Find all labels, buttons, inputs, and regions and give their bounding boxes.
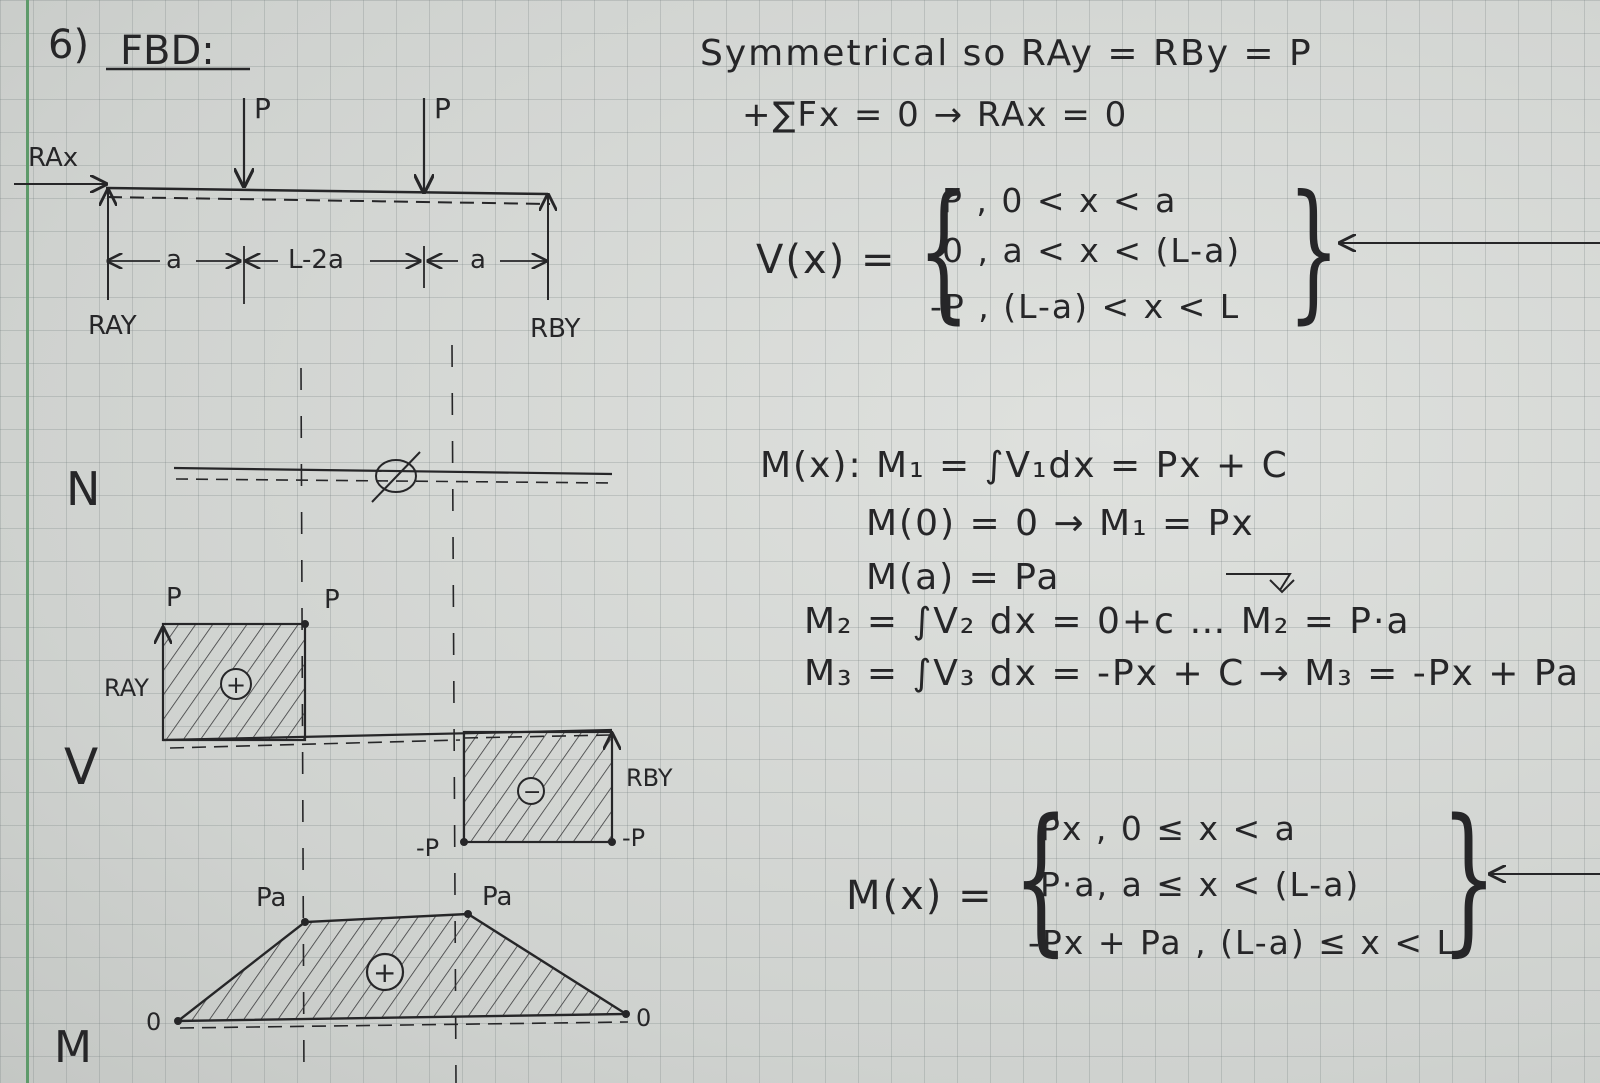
m-label: M bbox=[54, 1022, 92, 1073]
v-axis bbox=[162, 728, 613, 742]
v-point-top-right bbox=[301, 620, 309, 628]
v-function-lhs: V(x) = bbox=[756, 237, 897, 283]
v-diagram bbox=[162, 620, 616, 846]
m-derivation-line-5: M₃ = ∫V₃ dx = -Px + C → M₃ = -Px + Pa bbox=[804, 653, 1580, 694]
v-case-1: P , 0 < x < a bbox=[942, 181, 1178, 220]
v-point-bottom-left bbox=[460, 838, 468, 846]
m-axis-dashed bbox=[179, 1021, 629, 1029]
v-positive-sign-circle bbox=[220, 668, 252, 700]
m-case-2: P·a, a ≤ x < (L-a) bbox=[1040, 865, 1361, 904]
answer-arrows bbox=[1226, 243, 1600, 874]
dim-right-label: a bbox=[470, 245, 486, 275]
beam-centerline bbox=[107, 196, 551, 205]
m-point-peak-right bbox=[464, 910, 472, 918]
v-bottom-right-label: -P bbox=[622, 824, 645, 852]
m-start-label: 0 bbox=[146, 1008, 161, 1036]
symmetry-equation: Symmetrical so RAy = RBy = P bbox=[700, 33, 1313, 74]
load-right-label: P bbox=[434, 92, 451, 125]
m-point-start bbox=[174, 1017, 182, 1025]
n-zero-slash bbox=[371, 451, 421, 503]
sum-fx-equation: +∑Fx = 0 → RAx = 0 bbox=[742, 95, 1129, 135]
m-point-end bbox=[622, 1010, 630, 1018]
dim-mid-label: L-2a bbox=[288, 245, 344, 275]
v-case-3: -P , (L-a) < x < L bbox=[930, 287, 1241, 326]
v-right-reaction-label: RBY bbox=[626, 764, 673, 792]
v-axis-dashed-right bbox=[463, 734, 611, 739]
v-axis-dashed-left bbox=[169, 739, 461, 749]
v-close-brace: } bbox=[1287, 164, 1340, 338]
m-case-3: -Px + Pa , (L-a) ≤ x < L bbox=[1028, 923, 1457, 962]
dim-left-label: a bbox=[166, 245, 182, 275]
problem-number: 6) bbox=[48, 22, 89, 68]
v-case-2: 0 , a < x < (L-a) bbox=[942, 231, 1242, 270]
v-left-reaction-label: RAY bbox=[104, 674, 149, 702]
load-left-label: P bbox=[254, 92, 271, 125]
rax-label: RAx bbox=[28, 143, 78, 173]
m-case-1: Px , 0 ≤ x < a bbox=[1040, 809, 1297, 848]
n-zero-circle bbox=[375, 459, 417, 493]
m-positive-sign-circle bbox=[365, 952, 405, 992]
ray-label: RAY bbox=[88, 311, 137, 341]
fbd-beam bbox=[14, 98, 550, 304]
m-hook-arrow bbox=[1226, 573, 1292, 591]
m-end-label: 0 bbox=[636, 1004, 651, 1032]
v-point-bottom-right bbox=[608, 838, 616, 846]
n-label: N bbox=[66, 462, 100, 516]
m-peak-left-label: Pa bbox=[256, 883, 286, 913]
v-top-left-label: P bbox=[166, 583, 182, 613]
v-bottom-left-label: -P bbox=[416, 834, 439, 862]
v-positive-sign: + bbox=[226, 671, 246, 699]
v-negative-sign: − bbox=[523, 780, 541, 805]
v-open-brace: { bbox=[917, 164, 970, 338]
notebook-margin-line bbox=[26, 0, 29, 1083]
n-axis bbox=[173, 466, 613, 476]
n-axis-dashed bbox=[175, 478, 613, 484]
m-open-brace: { bbox=[1012, 784, 1069, 971]
title-text: FBD: bbox=[120, 28, 215, 74]
v-label: V bbox=[64, 738, 98, 796]
m-close-brace: } bbox=[1440, 784, 1497, 971]
m-derivation-line-4: M₂ = ∫V₂ dx = 0+c … M₂ = P·a bbox=[804, 601, 1411, 642]
m-function-lhs: M(x) = bbox=[846, 873, 994, 919]
m-positive-sign: + bbox=[373, 956, 396, 989]
m-peak-right-label: Pa bbox=[482, 882, 512, 912]
m-derivation-line-2: M(0) = 0 → M₁ = Px bbox=[866, 503, 1255, 544]
m-derivation-line-3: M(a) = Pa bbox=[866, 557, 1061, 598]
m-diagram bbox=[174, 910, 631, 1029]
m-derivation-line-1: M(x): M₁ = ∫V₁dx = Px + C bbox=[760, 445, 1289, 486]
v-negative-sign-circle bbox=[517, 777, 545, 805]
v-top-right-label: P bbox=[324, 585, 340, 615]
beam-line bbox=[105, 186, 549, 196]
n-diagram bbox=[173, 451, 613, 503]
m-point-peak-left bbox=[301, 918, 309, 926]
rby-label: RBY bbox=[530, 314, 580, 344]
